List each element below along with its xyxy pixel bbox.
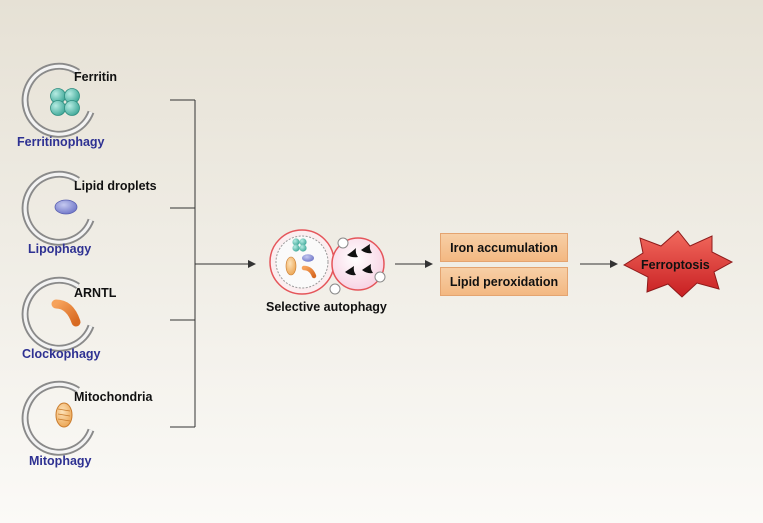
cargo-label-arntl: ARNTL — [74, 286, 117, 300]
pathway-label-mitophagy: Mitophagy — [29, 454, 92, 468]
lipid-droplet — [54, 199, 78, 215]
ferroptosis-burst — [622, 230, 734, 298]
ferroptosis-label: Ferroptosis — [641, 258, 710, 272]
phagophore-ferritin — [21, 62, 95, 138]
outcome-box-iron-accumulation: Iron accumulation — [440, 233, 568, 262]
pathway-label-clockophagy: Clockophagy — [22, 347, 101, 361]
selective-autophagy-label: Selective autophagy — [266, 300, 387, 314]
autolysosome-illustration — [269, 229, 386, 295]
phagophore-mitochondria — [21, 380, 95, 456]
cargo-label-mitochondria: Mitochondria — [74, 390, 153, 404]
pathway-label-lipophagy: Lipophagy — [28, 242, 92, 256]
convergence-bracket — [170, 99, 196, 428]
lysosome — [331, 237, 385, 291]
ferritin-cluster — [50, 88, 80, 116]
mitochondrion — [55, 402, 73, 428]
pathway-label-ferritinophagy: Ferritinophagy — [17, 135, 105, 149]
arntl-protein — [51, 299, 81, 327]
phagophore-lipid — [21, 170, 95, 246]
outcome-box-lipid-peroxidation: Lipid peroxidation — [440, 267, 568, 296]
cargo-label-ferritin: Ferritin — [74, 70, 118, 84]
phagophore-arntl — [21, 276, 95, 352]
cargo-label-lipid-droplets: Lipid droplets — [74, 179, 157, 193]
